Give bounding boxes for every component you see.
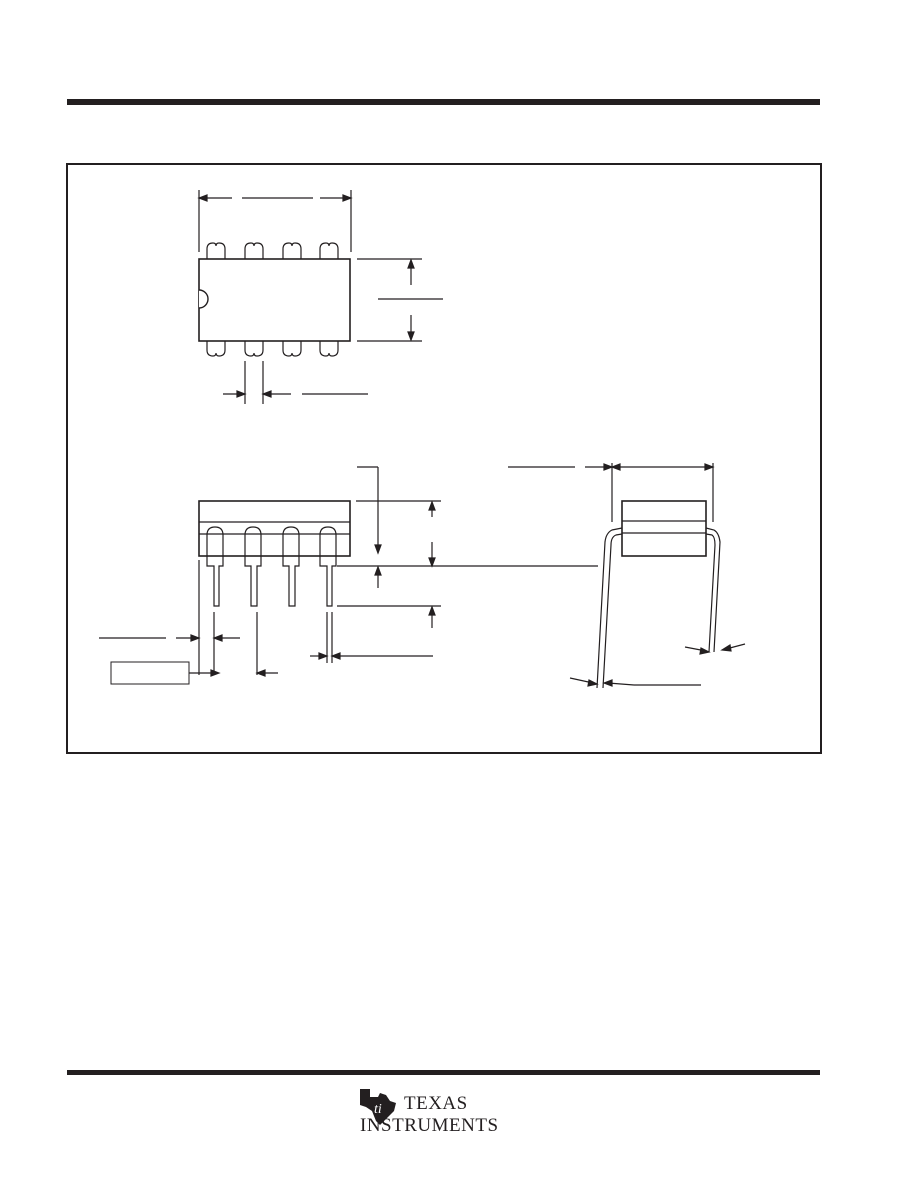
logo-line-1: TEXAS	[404, 1093, 468, 1114]
ti-state-logo-icon: ti	[360, 1089, 396, 1125]
svg-text:ti: ti	[374, 1102, 382, 1117]
logo-line-2: INSTRUMENTS	[360, 1115, 499, 1136]
footer-rule	[67, 1070, 820, 1075]
header-rule	[67, 99, 820, 105]
side-view	[99, 466, 598, 685]
top-view	[197, 190, 443, 404]
package-drawing-frame	[66, 163, 822, 754]
end-view	[508, 463, 746, 689]
texas-instruments-logo: ti TEXAS INSTRUMENTS	[356, 1085, 516, 1141]
top-pins-upper	[206, 242, 339, 259]
top-pins-lower	[206, 341, 339, 357]
